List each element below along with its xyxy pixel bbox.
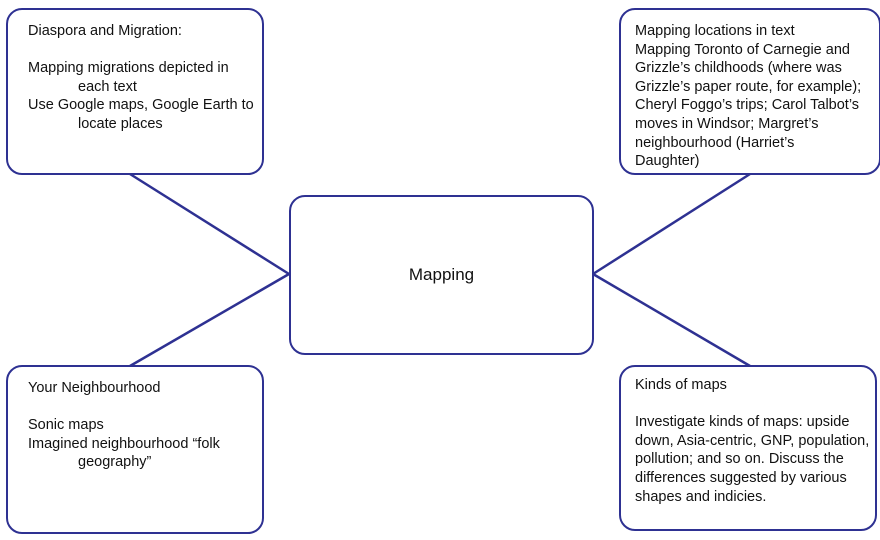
node-heading: Diaspora and Migration: [28, 23, 182, 39]
node-line: each text [78, 78, 137, 95]
node-heading: Mapping locations in text [635, 23, 795, 39]
node-line: Daughter) [635, 153, 700, 170]
node-line: Grizzle’s paper route, for example); [635, 78, 862, 95]
node-line: Investigate kinds of maps: upside [635, 414, 850, 431]
center-label: Mapping [408, 264, 475, 284]
node-mapping-locations-in-text: Mapping locations in text Mapping Toront… [619, 8, 880, 175]
connector-bottom-right [592, 272, 751, 368]
node-diaspora-and-migration: Diaspora and Migration: Mapping migratio… [6, 8, 264, 175]
node-line: geography” [78, 454, 152, 471]
connector-bottom-left [129, 272, 290, 368]
node-kinds-of-maps: Kinds of maps Investigate kinds of maps:… [619, 365, 877, 531]
node-line: Mapping Toronto of Carnegie and [635, 41, 850, 58]
node-line: Imagined neighbourhood “folk [28, 435, 220, 452]
node-line: Sonic maps [28, 417, 104, 434]
connector-top-right [592, 172, 751, 276]
node-your-neighbourhood: Your Neighbourhood Sonic maps Imagined n… [6, 365, 264, 534]
node-line: pollution; and so on. Discuss the [635, 451, 844, 468]
node-heading: Kinds of maps [635, 377, 727, 393]
node-line: Use Google maps, Google Earth to [28, 97, 254, 114]
node-line: neighbourhood (Harriet’s [635, 134, 795, 151]
node-line: moves in Windsor; Margret’s [635, 115, 819, 132]
node-line: Grizzle’s childhoods (where was [635, 60, 842, 77]
node-heading: Your Neighbourhood [28, 380, 161, 396]
node-line: Cheryl Foggo’s trips; Carol Talbot’s [635, 97, 860, 114]
connector-top-left [129, 172, 290, 276]
node-line: Mapping migrations depicted in [28, 60, 229, 77]
node-center-mapping: Mapping [289, 195, 594, 355]
node-line: differences suggested by various [635, 469, 847, 486]
node-line: locate places [78, 115, 163, 132]
node-line: down, Asia-centric, GNP, population, [635, 432, 870, 449]
node-line: shapes and indicies. [635, 488, 767, 505]
